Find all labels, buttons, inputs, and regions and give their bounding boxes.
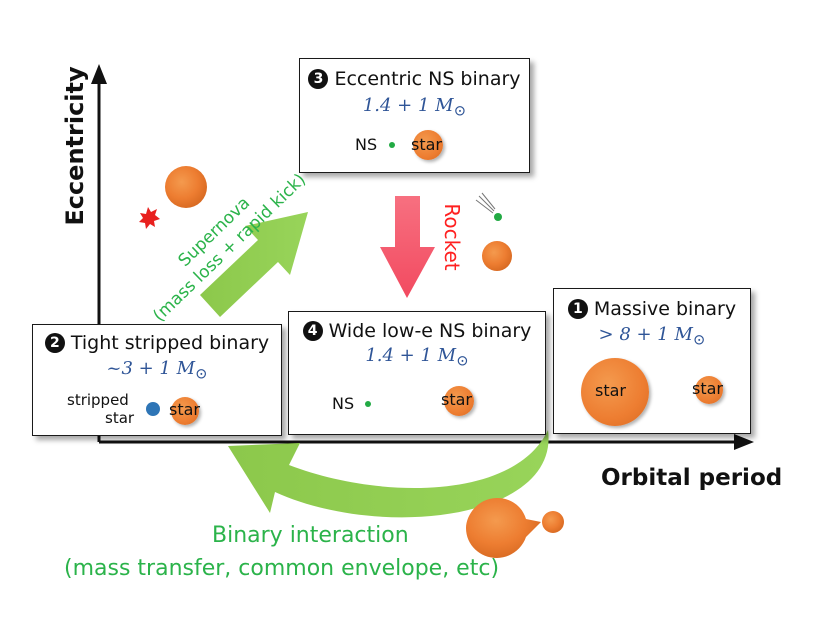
mass-transfer-star-illustration — [466, 498, 541, 558]
companion-star-illustration — [542, 511, 564, 533]
explosion-icon — [139, 207, 160, 229]
companion-star — [444, 386, 474, 416]
y-axis-arrowhead — [91, 64, 107, 84]
supernova-arrow — [200, 212, 308, 317]
supernova-star-illustration — [165, 166, 207, 208]
binary-interaction-label-line1: Binary interaction — [212, 523, 409, 548]
binary-interaction-label-line2: (mass transfer, common envelope, etc) — [64, 556, 500, 581]
ns-label: NS — [332, 394, 355, 413]
step-number-badge: 4 — [302, 321, 323, 341]
star-label: star — [169, 400, 200, 419]
stripped-label-line1: stripped — [67, 391, 129, 409]
stripped-star-dot — [146, 402, 160, 416]
solar-mass-symbol: ⊙ — [692, 330, 706, 349]
eccentric-mass-label: 1.4 + 1 M⊙ — [300, 95, 529, 120]
star-label: star — [411, 135, 442, 154]
speed-lines-icon — [475, 192, 496, 214]
massive-mass-label: > 8 + 1 M⊙ — [554, 324, 750, 349]
mass-value: ~3 + 1 M — [106, 358, 196, 379]
x-axis-arrowhead — [734, 434, 754, 450]
companion-star — [413, 130, 443, 160]
solar-mass-symbol: ⊙ — [453, 101, 467, 120]
solar-mass-symbol: ⊙ — [195, 364, 208, 383]
step-number-badge: 2 — [44, 333, 65, 353]
rocket-star-illustration — [482, 241, 512, 271]
primary-star-label: star — [595, 381, 626, 400]
ns-label: NS — [355, 135, 378, 154]
neutron-star-dot — [365, 401, 371, 407]
mass-value: 1.4 + 1 M — [365, 345, 457, 366]
wide-mass-label: 1.4 + 1 M⊙ — [289, 345, 545, 370]
star-label: star — [441, 390, 472, 409]
box-title-text: Eccentric NS binary — [334, 68, 521, 90]
primary-massive-star — [581, 358, 649, 426]
companion-star-label: star — [692, 379, 723, 398]
y-axis-label: Eccentricity — [61, 66, 89, 226]
stripped-label-line2: star — [105, 409, 135, 427]
step-number-badge: 3 — [308, 69, 329, 89]
binary-interaction-arrow — [228, 430, 549, 518]
stripped-mass-label: ~3 + 1 M⊙ — [33, 358, 281, 383]
box-title-text: Wide low-e NS binary — [328, 320, 532, 342]
rocket-label: Rocket — [440, 203, 464, 271]
rocket-arrow — [380, 196, 435, 298]
x-axis-label: Orbital period — [601, 465, 783, 491]
mass-value: 1.4 + 1 M — [362, 95, 454, 116]
neutron-star-dot — [389, 142, 395, 148]
mass-value: > 8 + 1 M — [598, 324, 693, 345]
companion-star — [171, 397, 199, 425]
box-title-text: Tight stripped binary — [70, 332, 270, 354]
box-title-text: Massive binary — [593, 298, 737, 320]
rocket-ns-icon — [494, 213, 502, 221]
solar-mass-symbol: ⊙ — [456, 351, 469, 370]
companion-star — [695, 376, 723, 404]
step-number-badge: 1 — [567, 299, 588, 319]
